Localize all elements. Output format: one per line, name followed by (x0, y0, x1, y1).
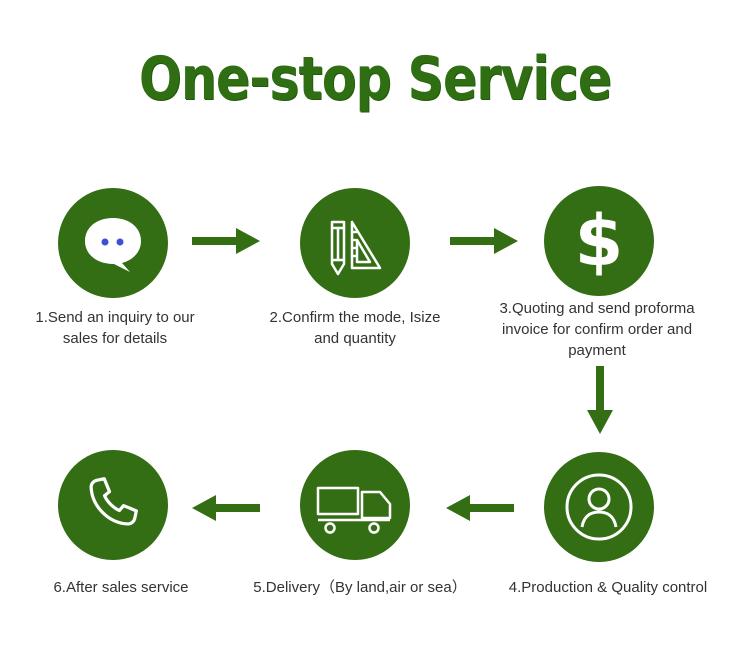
step-1-circle (58, 188, 168, 298)
phone-icon (89, 477, 138, 526)
pencil-ruler-icon (330, 220, 382, 276)
arrow-right-icon (450, 228, 518, 254)
step-5-circle (300, 450, 410, 560)
step-2-circle (300, 188, 410, 298)
arrow-left-icon (446, 495, 514, 521)
arrow-right-icon (192, 228, 260, 254)
truck-icon (316, 486, 392, 534)
step-5-label: 5.Delivery（By land,air or sea） (253, 579, 467, 596)
step-2-label: 2.Confirm the mode, Isize and quantity (269, 309, 441, 347)
step-4-label: 4.Production & Quality control (508, 579, 708, 596)
step-3-circle: $ (544, 186, 654, 296)
step-4-circle (544, 452, 654, 562)
chat-bubble-icon (85, 218, 141, 272)
person-icon (565, 473, 633, 541)
step-3-label: 3.Quoting and send proforma invoice for … (499, 300, 695, 359)
arrow-down-icon (587, 366, 613, 434)
page-title: One-stop Service (138, 44, 612, 114)
step-6-label: 6.After sales service (53, 579, 189, 596)
step-6-circle (58, 450, 168, 560)
dollar-icon: $ (574, 200, 624, 282)
step-1-label: 1.Send an inquiry to our sales for detai… (35, 309, 195, 347)
arrow-left-icon (192, 495, 260, 521)
